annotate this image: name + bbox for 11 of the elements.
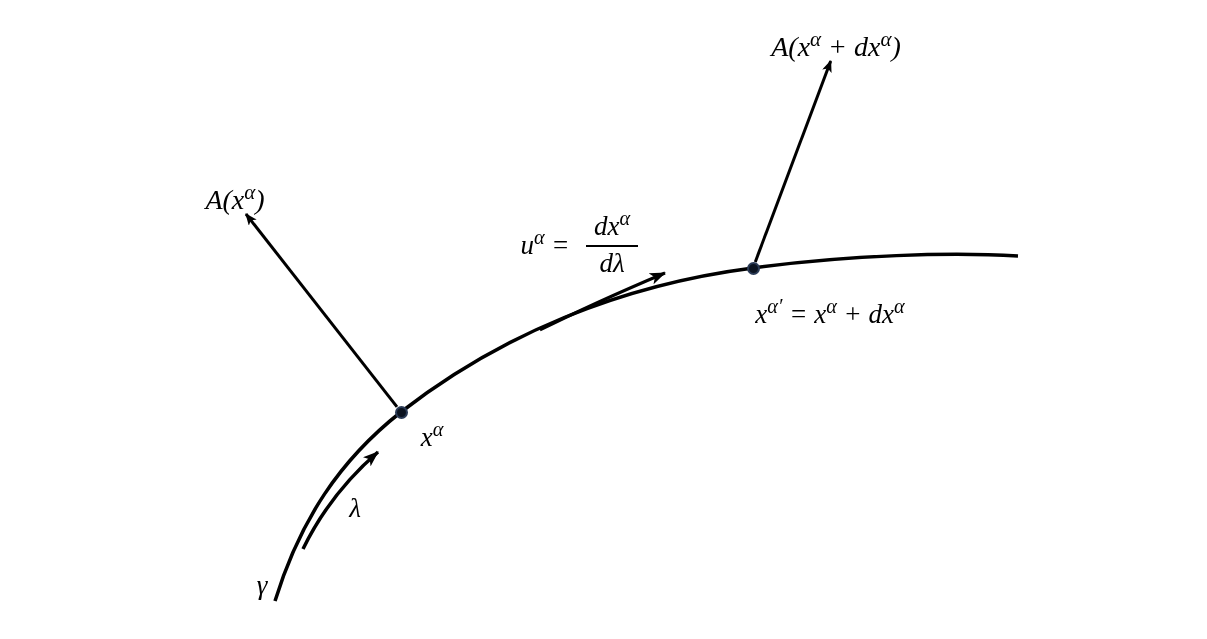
parameter-label: λ <box>349 494 361 522</box>
point-label: x$^{α}$ <box>420 423 444 451</box>
formula-text: u$^{α}$ = <box>520 231 570 259</box>
vector-label: A(x$^{α}$) <box>205 186 265 214</box>
arrow <box>244 213 399 408</box>
point-label: x$^{α′}$ = x$^{α}$ + dx$^{α}$ <box>755 300 905 328</box>
formula-text: dx$^{α}$ <box>593 213 631 243</box>
vector-label: A(x$^{α}$ + dx$^{α}$) <box>771 33 901 61</box>
arrow <box>753 60 833 263</box>
curve-label: γ <box>256 571 268 599</box>
formula-text: dλ <box>599 249 625 277</box>
